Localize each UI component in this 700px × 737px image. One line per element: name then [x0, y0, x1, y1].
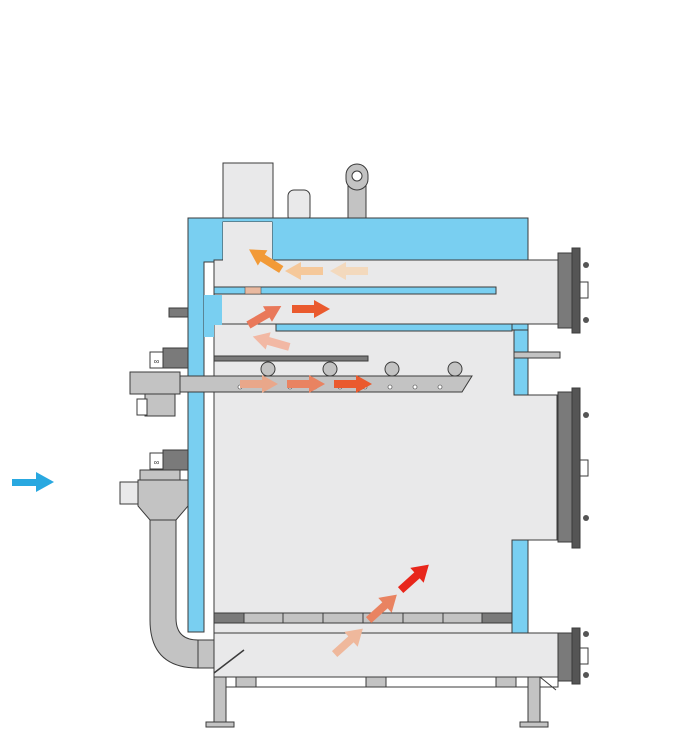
- bolt-icon: [583, 262, 589, 268]
- combustion-chamber: [204, 222, 559, 634]
- bolt-icon: [583, 672, 589, 678]
- bolt-icon: [583, 515, 589, 521]
- base-frame: [205, 676, 559, 728]
- door-plates: [513, 247, 589, 685]
- gauge-icon: [149, 351, 164, 369]
- flow-arrow-icon: [334, 375, 372, 393]
- gauge-label: ∞: [154, 458, 160, 467]
- bolt-icon: [583, 631, 589, 637]
- flow-arrow-icon: [331, 628, 363, 658]
- flow-arrow-icon: [246, 306, 282, 329]
- grate: [213, 612, 559, 678]
- flow-arrow-icon: [249, 249, 284, 273]
- flow-arrow-icon: [287, 375, 325, 393]
- bolt-icon: [583, 412, 589, 418]
- flow-arrow-icon: [292, 300, 330, 318]
- inlet-arrow-icon: [12, 472, 54, 492]
- flow-arrows-upper: [246, 249, 368, 351]
- flow-arrow-icon: [397, 564, 429, 594]
- flow-arrow-icon: [330, 262, 368, 280]
- flow-arrow-icon: [240, 375, 278, 393]
- flow-arrow-icon: [252, 332, 291, 351]
- gauge-label: ∞: [154, 357, 160, 366]
- flow-arrow-icon: [285, 262, 323, 280]
- flow-arrows-bottom: [331, 564, 429, 658]
- flue-stack: [222, 162, 369, 224]
- gauge-icon: [149, 452, 164, 470]
- flow-arrows-middle: [240, 375, 372, 393]
- flow-arrow-icon: [365, 594, 397, 624]
- bolt-icon: [583, 317, 589, 323]
